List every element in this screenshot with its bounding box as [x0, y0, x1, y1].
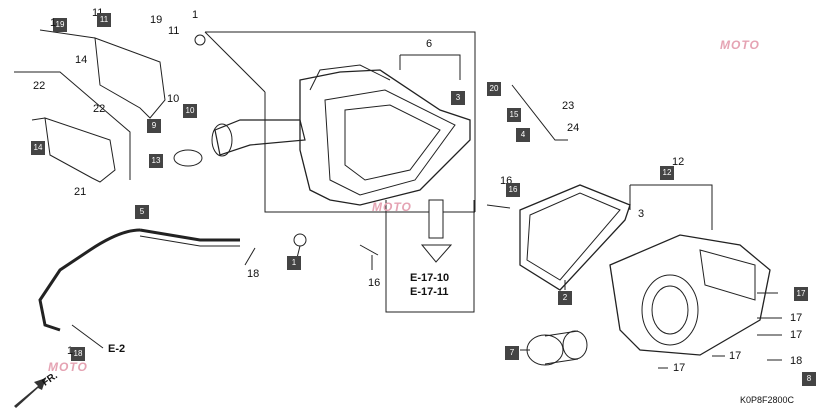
callout-15-boxed: 15 [507, 108, 521, 122]
callout-12-boxed: 12 [660, 166, 674, 180]
watermark: MOTO [48, 360, 88, 374]
callout-16: 16 [368, 277, 381, 289]
callout-21: 21 [74, 186, 87, 198]
diagram-code: K0P8F2800C [740, 395, 795, 405]
callout-19: 19 [150, 14, 163, 26]
callout-2-boxed: 2 [558, 291, 572, 305]
callout-18-boxed: 18 [71, 347, 85, 361]
callout-14-boxed: 14 [31, 141, 45, 155]
callout-13-boxed: 13 [149, 154, 163, 168]
callout-18: 18 [247, 268, 260, 280]
watermark: MOTO [720, 38, 760, 52]
callout-7-boxed: 7 [505, 346, 519, 360]
callout-1: 1 [67, 345, 74, 357]
callout-3-boxed: 3 [451, 91, 465, 105]
callout-19-boxed: 19 [53, 18, 67, 32]
callout-8-boxed: 8 [802, 372, 816, 386]
callout-4-boxed: 4 [516, 128, 530, 142]
callout-24: 24 [567, 122, 580, 134]
callout-10-boxed: 10 [183, 104, 197, 118]
callout-1: 1 [192, 9, 199, 21]
callout-12: 12 [672, 156, 685, 168]
callout-17-boxed: 17 [794, 287, 808, 301]
callout-11: 11 [168, 25, 180, 37]
callout-10: 10 [167, 93, 180, 105]
callout-23: 23 [562, 100, 575, 112]
callout-9-boxed: 9 [147, 119, 161, 133]
callout-17: 17 [729, 350, 742, 362]
ref-e17-11: E-17-11 [410, 286, 449, 298]
callout-17: 17 [790, 312, 803, 324]
callout-16-boxed: 16 [506, 183, 520, 197]
callout-1-boxed: 1 [287, 256, 301, 270]
callout-1: 1 [50, 17, 57, 29]
ref-e2: E-2 [108, 343, 126, 355]
callout-20-boxed: 20 [487, 82, 501, 96]
callout-17: 17 [673, 362, 686, 374]
callout-22: 22 [93, 103, 106, 115]
callout-22: 22 [33, 80, 46, 92]
callout-14: 14 [75, 54, 88, 66]
callout-3: 3 [638, 208, 645, 220]
callout-5-boxed: 5 [135, 205, 149, 219]
callout-18: 18 [790, 355, 803, 367]
callout-17: 17 [790, 329, 803, 341]
callout-11-boxed: 11 [97, 13, 111, 27]
ref-e17-10: E-17-10 [410, 272, 450, 284]
callout-6: 6 [426, 38, 433, 50]
watermark: MOTO [372, 200, 412, 214]
